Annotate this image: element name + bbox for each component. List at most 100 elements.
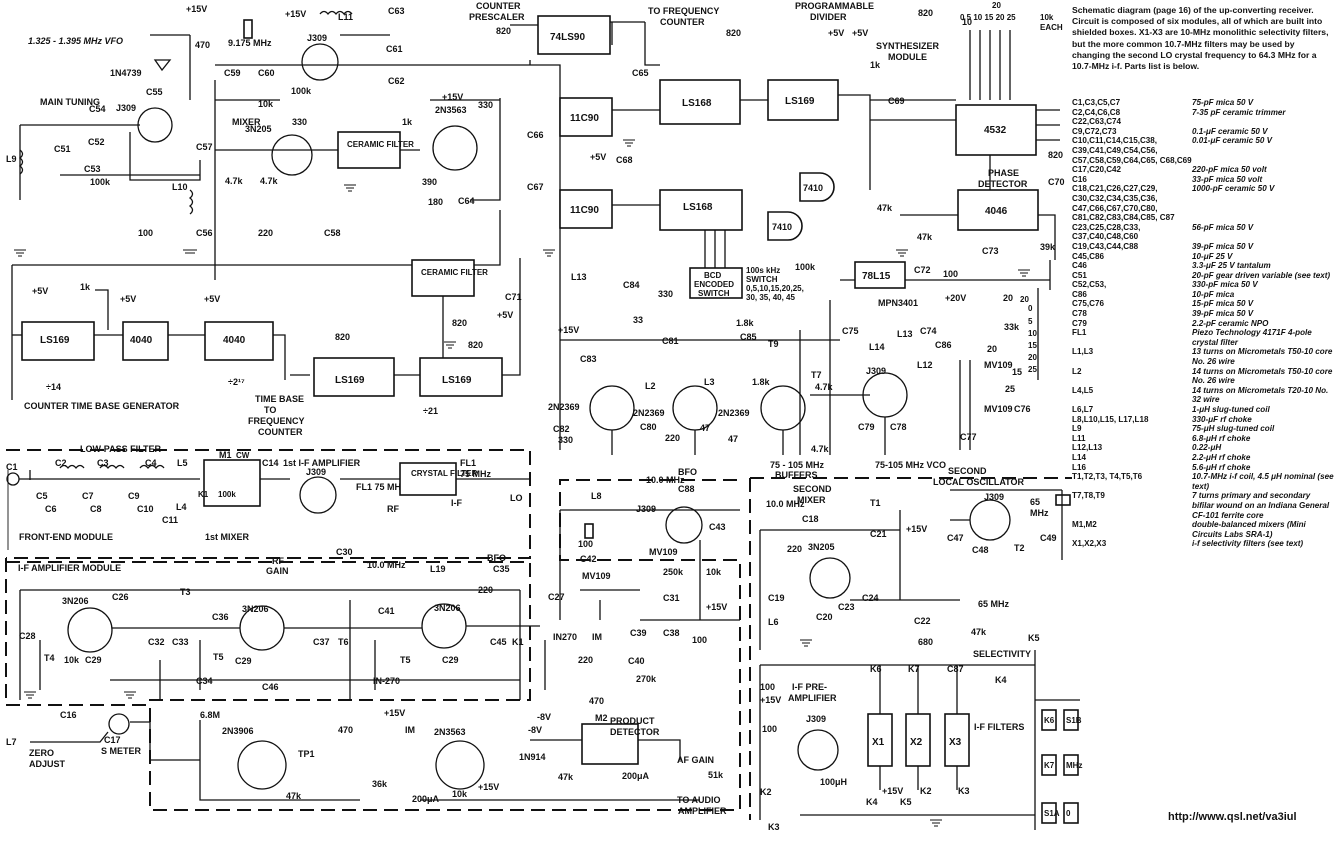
- r47-b-label: L3: [704, 377, 715, 387]
- x2-label: X2: [910, 737, 923, 748]
- c11-label: FL1 75 MHz: [356, 482, 406, 492]
- mix2-15v: 10.0 MHz: [766, 499, 805, 509]
- k2-coil-label: K6: [1044, 716, 1055, 725]
- l7-label: C20: [816, 612, 833, 622]
- coil-l11: [319, 10, 353, 16]
- zener-1n4739-label: 1N4739: [110, 68, 142, 78]
- r-470-label: 470: [195, 40, 210, 50]
- ls169-c-box: [419, 357, 503, 397]
- c76-label: C77: [960, 432, 977, 442]
- r270k-label: IM: [405, 725, 415, 735]
- s-meter-section: L7 C16 C17 S METER ZERO ADJUST: [6, 710, 200, 769]
- in270-a-label: 220: [578, 655, 593, 665]
- j309-vco-label: J309: [866, 366, 886, 376]
- bfo-section: 10.0 MHz BFO C88 C43 L8 100 C42 MV109 25…: [430, 467, 740, 621]
- smeter-15v: L7: [6, 737, 17, 747]
- m1-rf: CW: [236, 451, 250, 460]
- 11c90-a-label: 11C90: [570, 113, 599, 124]
- part-value: 10.7-MHz i-f coil, 4.5 μH nominal (see t…: [1192, 472, 1334, 491]
- c41-label: IM: [592, 632, 602, 642]
- c49-label: 100μH: [820, 777, 847, 787]
- part-value: 75-μH slug-tuned coil: [1192, 424, 1275, 434]
- c3-label: C7: [82, 491, 94, 501]
- j309-bfo-label: J309: [636, 504, 656, 514]
- c9-label: L5: [177, 458, 188, 468]
- part-value: 2.2-μH rf choke: [1192, 452, 1251, 462]
- ground-symbols: [24, 139, 1030, 827]
- 4046-box: [957, 189, 1039, 231]
- r47k-buf-label: 1.8k: [736, 318, 755, 328]
- part-value: 330-pF mica 50 V: [1192, 280, 1258, 290]
- tp2-label: C74: [920, 326, 937, 336]
- r470-b-label: 200μA: [412, 794, 440, 804]
- part-value: 7-35 pF ceramic trimmer: [1192, 107, 1286, 117]
- c48-label: +15V: [760, 695, 781, 705]
- c83-label: 33: [633, 315, 643, 325]
- 7410-a-label: 7410: [803, 183, 823, 193]
- c86-buf-label: L13: [571, 272, 587, 282]
- timebase-out-l4: COUNTER: [258, 427, 303, 437]
- prescaler-5v: 820: [496, 26, 511, 36]
- r47k-a-label: 4.7k: [225, 176, 244, 186]
- part-ref: L6,L7: [1072, 405, 1094, 414]
- tb-1k-label: 1k: [80, 282, 91, 292]
- l3-fe-label: C4: [145, 458, 157, 468]
- part-value: 33-pF mica 50 volt: [1192, 174, 1263, 184]
- part-value: 220-pF mica 50 volt: [1192, 165, 1267, 175]
- antenna-connector[interactable]: [6, 472, 20, 486]
- c33-label: T6: [338, 637, 349, 647]
- 2n2369-b-label: 2N2369: [633, 408, 665, 418]
- part-value: 0.22-μH: [1192, 443, 1222, 453]
- im-a-label: 270k: [636, 674, 657, 684]
- c75-label: L12: [917, 360, 933, 370]
- source-url[interactable]: http://www.qsl.net/va3iul: [1168, 811, 1297, 823]
- r1k-synth-label: 1k: [870, 60, 881, 70]
- to-freq-counter-l2: COUNTER: [660, 17, 705, 27]
- counter-tb-label: COUNTER TIME BASE GENERATOR: [24, 401, 180, 411]
- 2n3563-supply-label: +15V: [442, 92, 463, 102]
- part-value: [1192, 117, 1334, 127]
- l5-label: LO: [510, 493, 523, 503]
- c66-label: C66: [527, 130, 544, 140]
- 7410-b-label: 7410: [772, 222, 792, 232]
- r47k-lo-label: T2: [1014, 543, 1025, 553]
- k3-a-label: K7: [908, 664, 920, 674]
- r220-if-a-label: C29: [85, 655, 102, 665]
- c34-label: C41: [378, 606, 395, 616]
- r33k-label: +20V: [945, 293, 966, 303]
- t4-label: C34: [196, 676, 213, 686]
- t1-label: C22: [914, 616, 931, 626]
- parts-list-row: C52,C53,330-pF mica 50 V: [1072, 280, 1334, 290]
- bcd-sw-l1: 100s kHz: [746, 266, 780, 275]
- r220-mix2-label: C23: [838, 602, 855, 612]
- c47-label: 100: [760, 682, 775, 692]
- buffers-l1: 75 - 105 MHz: [770, 460, 825, 470]
- tb-5v-a: +5V: [32, 286, 48, 296]
- c51-label: C51: [54, 144, 71, 154]
- l6-label: +15V: [906, 524, 927, 534]
- c54-label: C54: [89, 104, 106, 114]
- counter-prescaler-l2: PRESCALER: [469, 12, 525, 22]
- c59-label: C59: [224, 68, 241, 78]
- c7-label: C11: [162, 515, 178, 525]
- r330a-label: 330: [292, 117, 307, 127]
- 11c90-a-box: [559, 97, 613, 137]
- div217-label: ÷2¹⁷: [228, 377, 245, 387]
- selectivity-label: SELECTIVITY: [973, 649, 1031, 659]
- bfo-crystal-symbol: [584, 523, 594, 539]
- c74-label: C86: [935, 340, 952, 350]
- r36k-label: C16: [60, 710, 77, 720]
- r1k-label: 1k: [402, 117, 413, 127]
- 11c90-b-box: [559, 189, 613, 229]
- second-lo-l1: SECOND: [948, 466, 987, 476]
- k6-a-label: K2: [920, 786, 932, 796]
- part-ref: C1,C3,C5,C7: [1072, 98, 1121, 107]
- k4-coil: [1041, 802, 1057, 824]
- c65-label: C65: [632, 68, 649, 78]
